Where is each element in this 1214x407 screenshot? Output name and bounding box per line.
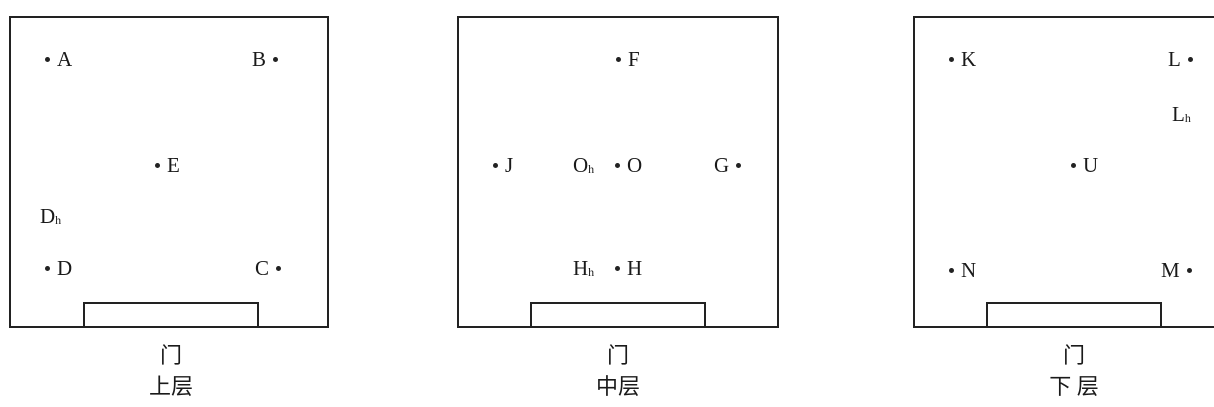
door-label: 门 xyxy=(606,343,629,368)
point-g: G xyxy=(714,151,748,177)
door-label: 门 xyxy=(1062,343,1085,368)
point-h: H xyxy=(608,254,642,280)
point-dot xyxy=(45,56,50,62)
point-dot xyxy=(615,265,620,271)
point-dot xyxy=(45,265,50,271)
point-dot xyxy=(155,162,160,168)
point-m: M xyxy=(1161,256,1199,282)
point-label: D xyxy=(57,256,73,281)
panel-middle-layer: F J Oh O G Hh H 门 中层 xyxy=(448,0,808,407)
point-label: J xyxy=(505,153,514,178)
point-l: L xyxy=(1168,45,1200,71)
point-dot xyxy=(276,265,282,271)
point-label: L xyxy=(1168,47,1181,72)
point-dot xyxy=(616,56,621,62)
layer-label: 中层 xyxy=(595,374,640,399)
point-subscript: h xyxy=(588,162,595,176)
point-label: B xyxy=(252,47,267,72)
door-upper xyxy=(83,302,259,328)
point-label: H xyxy=(573,256,589,281)
point-f: F xyxy=(609,45,640,71)
point-dot xyxy=(949,267,954,273)
point-label: C xyxy=(255,256,270,281)
point-label: O xyxy=(573,153,589,178)
layer-label: 下 层 xyxy=(1049,374,1099,399)
panel-lower-layer: K L Lh U N M 门 下 层 xyxy=(904,0,1214,407)
room-outline-middle xyxy=(457,16,779,328)
point-label: O xyxy=(627,153,643,178)
point-label: F xyxy=(628,47,640,72)
point-label: K xyxy=(961,47,977,72)
point-label: H xyxy=(627,256,643,281)
point-label: N xyxy=(961,258,977,283)
point-subscript: h xyxy=(588,265,595,279)
point-dot xyxy=(949,56,954,62)
point-k: K xyxy=(942,45,976,71)
point-label: D xyxy=(40,204,56,229)
point-dot xyxy=(1071,162,1076,168)
point-dot xyxy=(736,162,742,168)
point-dot xyxy=(615,162,620,168)
point-l-h: Lh xyxy=(1172,100,1191,130)
point-h-h: Hh xyxy=(573,254,594,284)
door-middle xyxy=(530,302,706,328)
point-d-h: Dh xyxy=(40,202,61,232)
point-d: D xyxy=(38,254,72,280)
point-b: B xyxy=(252,45,285,71)
point-dot xyxy=(273,56,279,62)
point-o: O xyxy=(608,151,642,177)
room-outline-lower xyxy=(913,16,1214,328)
point-a: A xyxy=(38,45,72,71)
point-label: E xyxy=(167,153,180,178)
point-label: A xyxy=(57,47,73,72)
point-label: M xyxy=(1161,258,1180,283)
room-outline-upper xyxy=(9,16,329,328)
point-subscript: h xyxy=(55,213,62,227)
panel-upper-layer: A B E Dh D C 门 上层 xyxy=(0,0,360,407)
point-label: L xyxy=(1172,102,1185,127)
point-o-h: Oh xyxy=(573,151,594,181)
point-u: U xyxy=(1064,151,1098,177)
door-lower xyxy=(986,302,1162,328)
door-label: 门 xyxy=(159,343,182,368)
point-j: J xyxy=(486,151,513,177)
point-dot xyxy=(493,162,498,168)
point-c: C xyxy=(255,254,288,280)
point-label: U xyxy=(1083,153,1099,178)
point-e: E xyxy=(148,151,180,177)
point-label: G xyxy=(714,153,730,178)
point-subscript: h xyxy=(1184,111,1191,125)
layer-label: 上层 xyxy=(148,374,193,399)
point-dot xyxy=(1187,56,1193,62)
point-dot xyxy=(1186,267,1192,273)
point-n: N xyxy=(942,256,976,282)
